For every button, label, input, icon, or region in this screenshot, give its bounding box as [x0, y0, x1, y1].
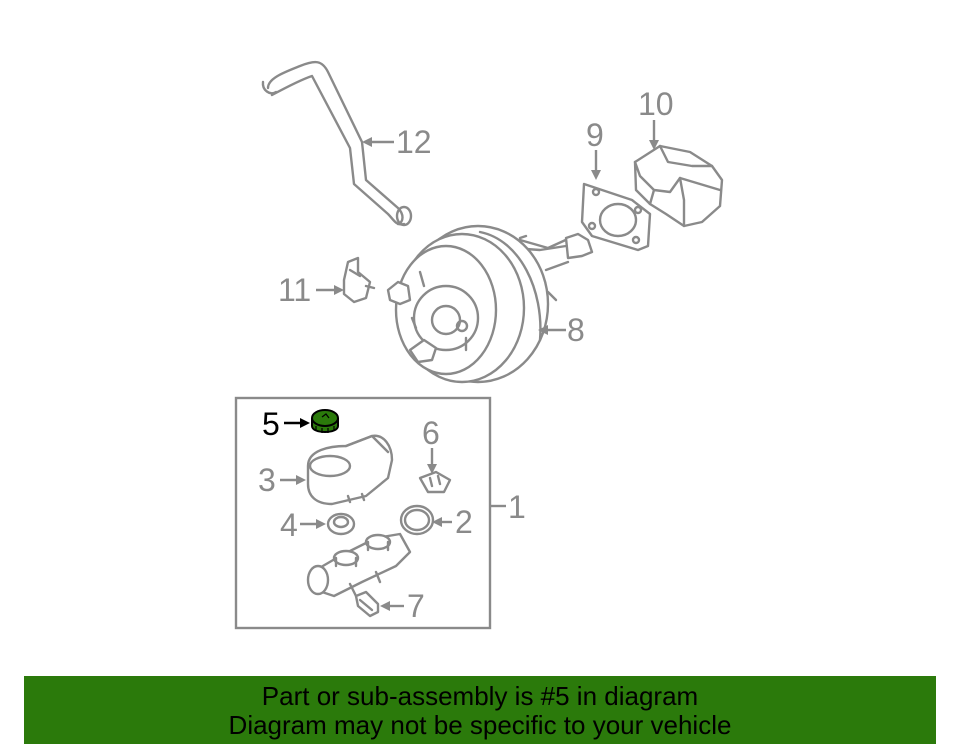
- callout-8: 8: [567, 312, 585, 348]
- master-cylinder-body[interactable]: [306, 532, 412, 598]
- part-8-brake-booster[interactable]: [386, 224, 594, 384]
- callout-leaders: [280, 120, 659, 611]
- part-5-reservoir-cap-highlighted[interactable]: [311, 409, 339, 433]
- callout-4: 4: [280, 507, 298, 543]
- part-6-level-sensor[interactable]: [418, 470, 452, 494]
- callout-5: 5: [262, 406, 280, 442]
- part-9-gasket[interactable]: [580, 182, 652, 252]
- callout-12: 12: [396, 124, 432, 160]
- callout-7: 7: [407, 588, 425, 624]
- callout-1: 1: [508, 489, 526, 525]
- part-11-clip[interactable]: [342, 256, 376, 304]
- part-3-reservoir[interactable]: [306, 434, 394, 506]
- banner-line-part-number: Part or sub-assembly is #5 in diagram: [261, 681, 699, 711]
- callout-2: 2: [455, 504, 473, 540]
- part-10-insulator[interactable]: [633, 144, 724, 228]
- part-12-vacuum-hose[interactable]: [261, 60, 413, 227]
- part-info-banner: Part or sub-assembly is #5 in diagram Di…: [24, 676, 936, 744]
- callout-11: 11: [278, 272, 311, 308]
- callout-9: 9: [586, 117, 604, 153]
- part-2-o-ring[interactable]: [399, 504, 435, 536]
- callout-6: 6: [422, 415, 440, 451]
- assembly-1-frame: [234, 396, 492, 630]
- part-7-switch[interactable]: [354, 590, 380, 618]
- banner-line-disclaimer: Diagram may not be specific to your vehi…: [228, 710, 732, 740]
- callout-3: 3: [258, 462, 276, 498]
- callout-10: 10: [638, 86, 674, 122]
- part-4-grommet[interactable]: [326, 512, 356, 536]
- callout-leader-5: [284, 418, 310, 428]
- parts-diagram: 12 10 9 11 8 5 6 3 1 4 2 7: [234, 60, 724, 630]
